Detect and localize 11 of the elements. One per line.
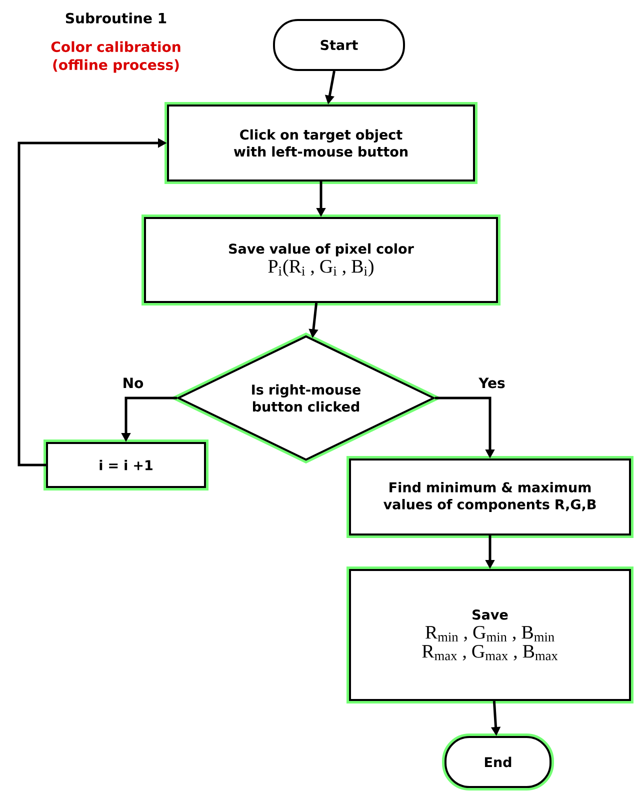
subtitle: Color calibration (offline process) — [51, 41, 180, 73]
process-box: i = i +1 — [44, 440, 208, 490]
edge-label: Yes — [476, 376, 508, 390]
process-box: Save R$_{min}$ , G$_{min}$ , B$_{min}$ R$_{max}$ , G$_{max}$ , B$_{max}$ — [346, 566, 634, 704]
process-box: Find minimum & maximum values of components R,G,B — [346, 456, 634, 538]
terminal-box: Start — [273, 19, 405, 71]
title: Subroutine 1 — [66, 12, 166, 24]
process-box: Save value of pixel color P$_{i}$(R$_{i}$ , G$_{i}$ , B$_{i}$) — [142, 214, 500, 306]
terminal-box: End — [442, 734, 554, 790]
edge-label: No — [120, 376, 146, 390]
process-box: Click on target object with left-mouse button — [164, 102, 478, 184]
